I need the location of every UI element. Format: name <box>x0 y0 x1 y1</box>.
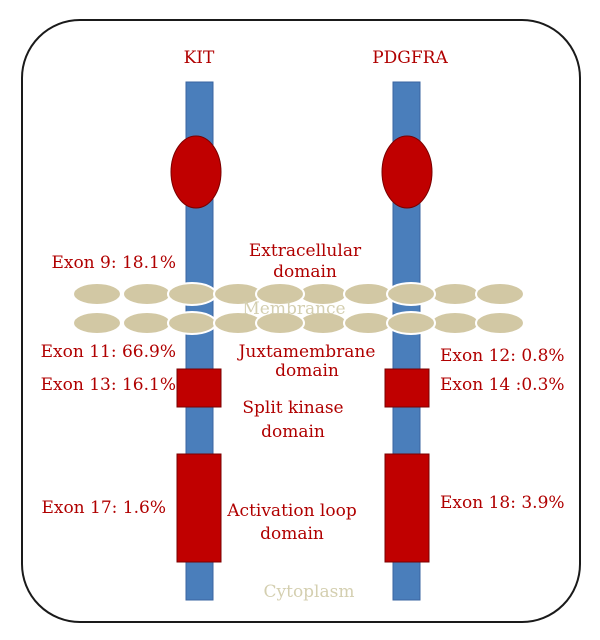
membrane-label: Membrance <box>242 299 345 319</box>
activation-loop-domain-label-line2: domain <box>260 524 324 544</box>
extracellular-domain-label-line2: domain <box>273 262 337 282</box>
cytoplasm-label: Cytoplasm <box>264 582 355 602</box>
membrane-overlap <box>167 282 436 335</box>
pdgfra-extracellular-oval <box>381 135 433 209</box>
juxtamembrane-domain-label-line2: domain <box>275 361 339 381</box>
membrane-lipid <box>386 311 436 335</box>
membrane-lipid <box>343 311 393 335</box>
pdgfra-exon14-label: Exon 14 :0.3% <box>440 375 565 395</box>
kit-exon17-label: Exon 17: 1.6% <box>41 498 166 518</box>
pdgfra-exon18-label: Exon 18: 3.9% <box>440 493 565 513</box>
split-kinase-domain-label-line2: domain <box>261 422 325 442</box>
membrane-lipid <box>255 311 305 335</box>
membrane-lipid <box>475 311 525 335</box>
kit-activation-loop-block <box>176 453 222 563</box>
membrane-lipid <box>72 311 122 335</box>
membrane-row-bottom <box>72 311 525 335</box>
membrane-row-top <box>72 282 525 306</box>
membrane-lipid <box>122 282 172 306</box>
extracellular-domain-label-line1: Extracellular <box>249 241 362 261</box>
pdgfra-exon12-label: Exon 12: 0.8% <box>440 346 565 366</box>
membrane-lipid <box>343 282 393 306</box>
membrane-lipid <box>167 311 217 335</box>
activation-loop-domain-label-line1: Activation loop <box>226 501 357 521</box>
membrane-lipid <box>475 282 525 306</box>
membrane-lipid <box>386 282 436 306</box>
membrane-lipid <box>255 282 305 306</box>
kit-exon11-label: Exon 11: 66.9% <box>41 342 176 362</box>
pdgfra-receptor-label: PDGFRA <box>372 48 448 68</box>
membrane-lipid <box>122 311 172 335</box>
kit-receptor-label: KIT <box>184 48 215 68</box>
kit-exon9-label: Exon 9: 18.1% <box>51 253 176 273</box>
pdgfra-split-kinase-block <box>384 368 430 408</box>
pdgfra-activation-loop-block <box>384 453 430 563</box>
split-kinase-domain-label-line1: Split kinase <box>242 398 343 418</box>
kit-exon13-label: Exon 13: 16.1% <box>41 375 176 395</box>
kit-split-kinase-block <box>176 368 222 408</box>
membrane-lipid <box>72 282 122 306</box>
kit-extracellular-oval <box>170 135 222 209</box>
membrane-lipid <box>167 282 217 306</box>
membrane-lipid <box>430 311 480 335</box>
membrane-lipid <box>430 282 480 306</box>
juxtamembrane-domain-label-line1: Juxtamembrane <box>237 342 376 362</box>
